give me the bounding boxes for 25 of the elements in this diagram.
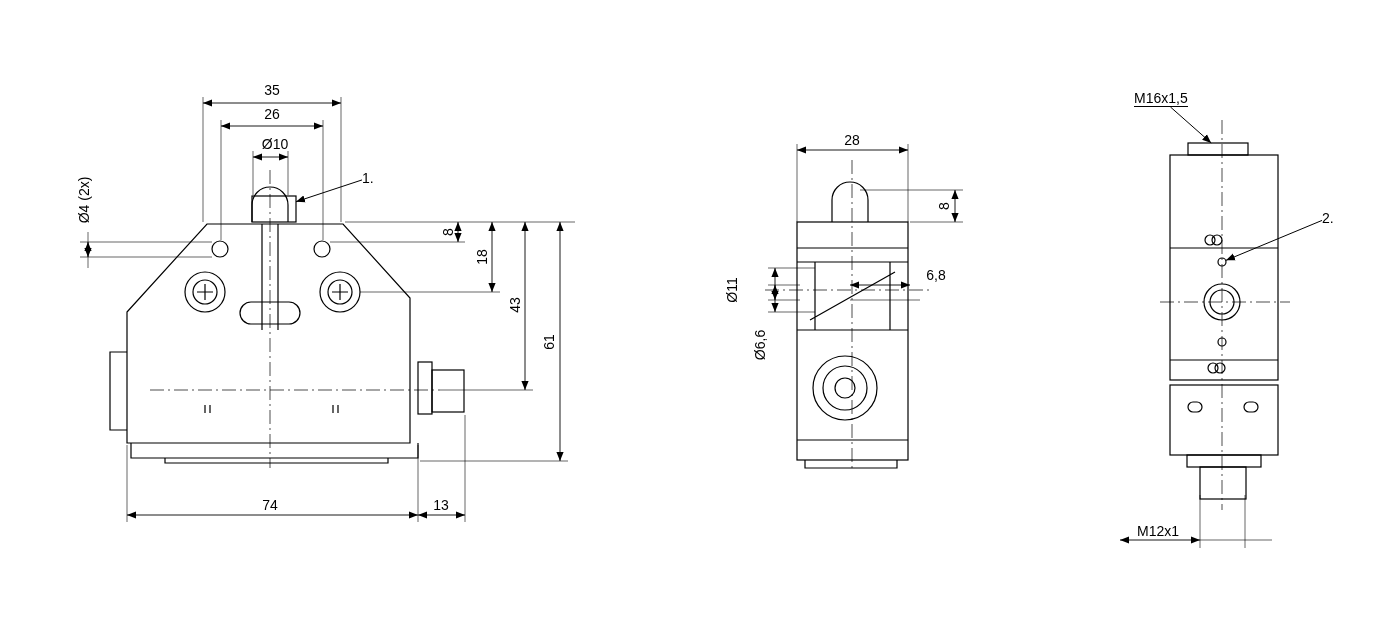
mounting-hole [1217, 257, 1227, 267]
dimension-label: 6,8 [926, 267, 946, 283]
dimension-label: Ø4 (2x) [76, 176, 92, 224]
dimension-label: Ø10 [261, 136, 289, 152]
threaded-actuator [1187, 142, 1249, 156]
dimension-label: 8 [440, 228, 456, 236]
callout-number: 2. [1322, 210, 1334, 226]
dimension-label: 26 [264, 106, 280, 122]
dimension-label: 8 [936, 202, 952, 210]
dimension-label: 35 [264, 82, 280, 98]
dimension-label: Ø6,6 [752, 329, 768, 361]
dimension-label: 61 [541, 334, 557, 350]
dimension-label: Ø11 [724, 277, 740, 303]
dimension-label: 28 [844, 132, 860, 148]
thread-label: M16x1,5 [1134, 90, 1188, 107]
dimension-label: 43 [507, 297, 523, 313]
plunger-guide [251, 195, 297, 223]
dimension-label: 13 [433, 497, 449, 513]
thread-label: M12x1 [1137, 523, 1179, 539]
callout-number: 1. [362, 170, 374, 186]
leader-line [295, 179, 363, 203]
dimension-label: 74 [262, 497, 278, 513]
leader-line [1225, 219, 1323, 261]
dimension-label: 18 [474, 249, 490, 265]
leader-line [1169, 106, 1212, 144]
